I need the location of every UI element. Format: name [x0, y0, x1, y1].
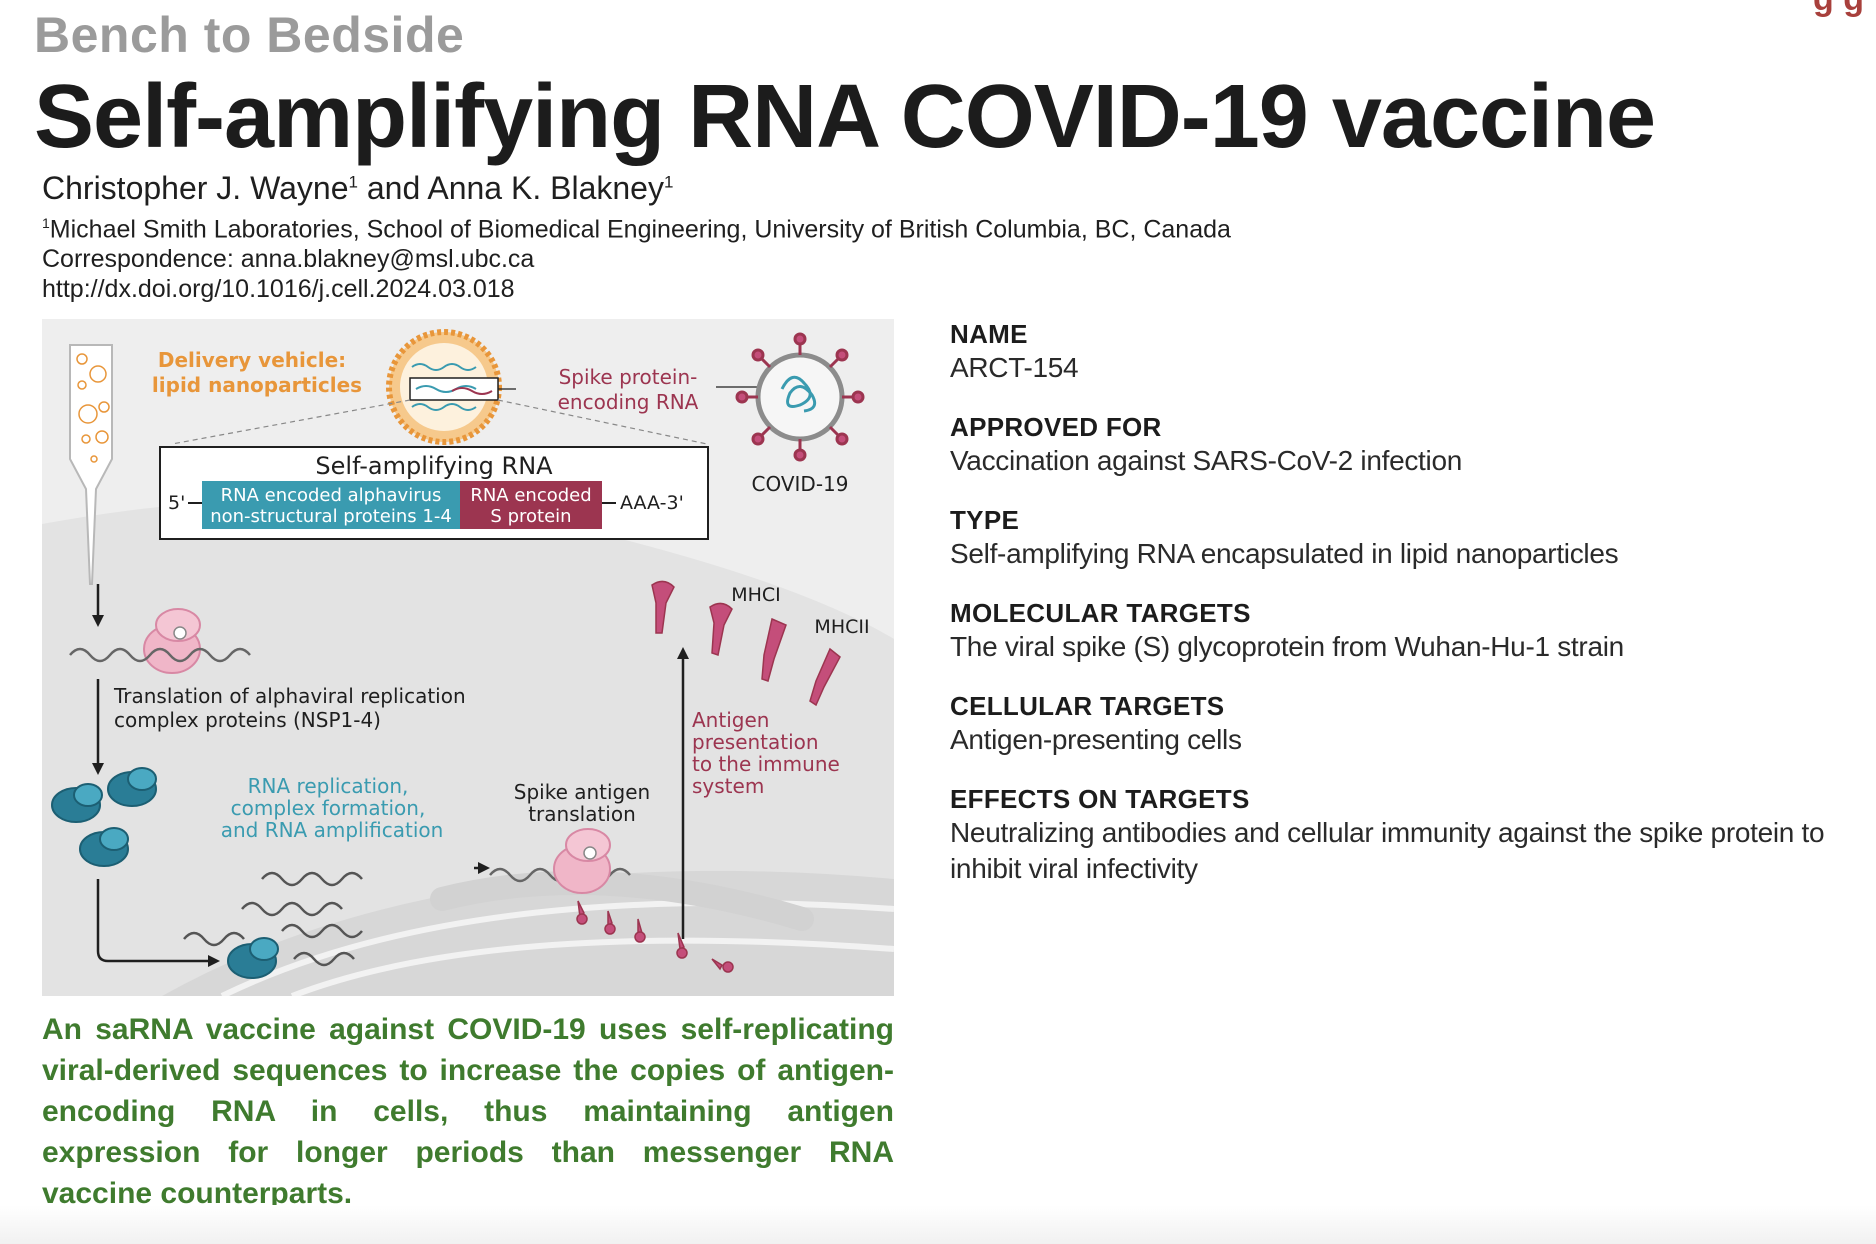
info-value: Self-amplifying RNA encapsulated in lipi…	[950, 538, 1619, 569]
replication-complex-icons	[51, 767, 157, 867]
author-list: Christopher J. Wayne1 and Anna K. Blakne…	[42, 170, 673, 207]
drug-info-panel: NAME ARCT-154 APPROVED FOR Vaccination a…	[950, 318, 1860, 912]
section-kicker: Bench to Bedside	[34, 7, 465, 63]
figure-caption: An saRNA vaccine against COVID-19 uses s…	[42, 1013, 894, 1210]
spike-antigen-icons	[576, 900, 734, 973]
spike-translation-label-1: Spike antigen	[514, 780, 650, 804]
replication-label-1: RNA replication,	[248, 774, 409, 798]
affiliation-marker: 1	[42, 215, 50, 231]
info-label: TYPE	[950, 505, 1020, 535]
antigen-label-1: Antigen	[692, 708, 769, 732]
info-effects-on-targets: EFFECTS ON TARGETS Neutralizing antibodi…	[950, 783, 1860, 887]
amplified-rna-strands	[183, 871, 363, 967]
replication-label-3: and RNA amplification	[221, 818, 444, 842]
nucleus-ring-2	[290, 937, 895, 999]
sarna-title: Self-amplifying RNA	[315, 452, 553, 480]
mhci-label: MHCI	[731, 584, 781, 606]
doi-link[interactable]: http://dx.doi.org/10.1016/j.cell.2024.03…	[42, 275, 515, 304]
mrna-strand-1	[69, 647, 251, 663]
affiliation-block: 1Michael Smith Laboratories, School of B…	[42, 208, 1231, 304]
mechanism-figure: Delivery vehicle: lipid nanoparticles Sp…	[42, 319, 895, 999]
nsp-segment	[202, 481, 460, 529]
s-label-2: S protein	[490, 506, 571, 527]
translation-label-2: complex proteins (NSP1-4)	[114, 708, 381, 732]
three-prime-label: AAA-3'	[620, 492, 684, 514]
info-molecular-targets: MOLECULAR TARGETS The viral spike (S) gl…	[950, 597, 1860, 665]
spike-translation-label-2: translation	[528, 802, 636, 826]
info-name: NAME ARCT-154	[950, 318, 1860, 386]
affiliation-text: Michael Smith Laboratories, School of Bi…	[49, 215, 1231, 244]
mhcii-label: MHCII	[814, 616, 869, 638]
spike-rna-label-2: encoding RNA	[558, 390, 699, 414]
info-value: The viral spike (S) glycoprotein from Wu…	[950, 631, 1624, 662]
ribosome-icon-2	[553, 828, 611, 894]
er-band	[430, 871, 814, 931]
antigen-label-3: to the immune	[692, 752, 840, 776]
info-label: EFFECTS ON TARGETS	[950, 784, 1250, 814]
five-prime-label: 5'	[168, 492, 185, 514]
s-label-1: RNA encoded	[470, 485, 591, 506]
info-label: MOLECULAR TARGETS	[950, 598, 1251, 628]
info-approved-for: APPROVED FOR Vaccination against SARS-Co…	[950, 411, 1860, 479]
flow-arrow-bottom	[96, 879, 212, 963]
spike-rna-label-1: Spike protein-	[559, 365, 698, 389]
replication-complex-icon-bottom	[227, 937, 279, 979]
page-title: Self-amplifying RNA COVID-19 vaccine	[34, 67, 1656, 167]
author-1-affil: 1	[348, 172, 358, 192]
delivery-label-1: Delivery vehicle:	[158, 348, 346, 372]
covid-label: COVID-19	[751, 472, 848, 496]
info-label: NAME	[950, 319, 1028, 349]
corner-text: g g	[1813, 0, 1864, 19]
sars-cov-2-virus-icon	[735, 332, 865, 462]
nsp-label-2: non-structural proteins 1-4	[210, 506, 452, 527]
author-joiner: and	[357, 170, 428, 206]
info-label: CELLULAR TARGETS	[950, 691, 1225, 721]
correspondence: Correspondence: anna.blakney@msl.ubc.ca	[42, 245, 535, 274]
author-2: Anna K. Blakney	[427, 170, 664, 206]
info-value: Neutralizing antibodies and cellular imm…	[950, 817, 1825, 884]
info-type: TYPE Self-amplifying RNA encapsulated in…	[950, 504, 1860, 572]
replication-label-2: complex formation,	[231, 796, 426, 820]
translation-label-1: Translation of alphaviral replication	[113, 684, 466, 708]
author-2-affil: 1	[663, 172, 674, 192]
syringe-icon	[69, 344, 113, 585]
info-value: Vaccination against SARS-CoV-2 infection	[950, 445, 1462, 476]
page-bottom-shadow	[0, 1205, 1876, 1244]
s-protein-segment	[460, 481, 602, 529]
author-1: Christopher J. Wayne	[42, 170, 349, 206]
zoom-line-left	[171, 399, 411, 445]
info-value: Antigen-presenting cells	[950, 724, 1242, 755]
antigen-label-4: system	[692, 774, 764, 798]
info-value: ARCT-154	[950, 352, 1079, 383]
delivery-label-2: lipid nanoparticles	[152, 373, 362, 397]
antigen-label-2: presentation	[692, 730, 819, 754]
info-cellular-targets: CELLULAR TARGETS Antigen-presenting cell…	[950, 690, 1860, 758]
lipid-nanoparticle-icon	[386, 329, 502, 445]
mhc-icons	[651, 580, 841, 707]
info-label: APPROVED FOR	[950, 412, 1162, 442]
nsp-label-1: RNA encoded alphavirus	[221, 485, 442, 506]
